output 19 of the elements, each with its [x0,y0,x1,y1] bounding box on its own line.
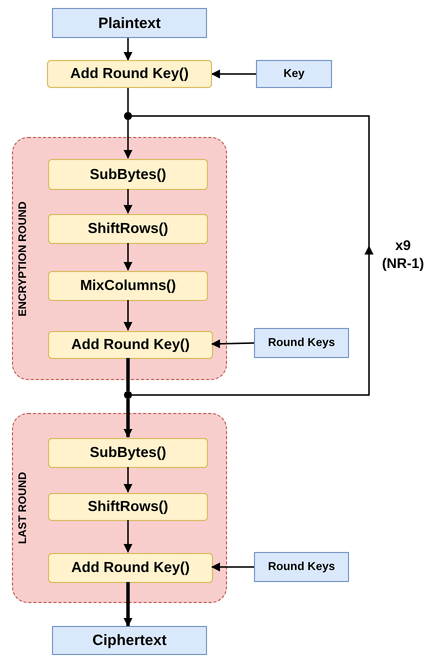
junction-dot [124,391,132,399]
data-box: Plaintext [52,8,207,38]
process-box: Add Round Key() [47,60,212,88]
key-box: Round Keys [254,552,349,582]
process-box: MixColumns() [48,271,208,301]
process-box: ShiftRows() [48,214,208,244]
process-box: Add Round Key() [48,553,213,583]
key-box: Key [256,60,332,88]
process-box: SubBytes() [48,159,208,190]
group-label: ENCRYPTION ROUND [17,200,29,316]
group-label: LAST ROUND [17,472,29,544]
round-group [12,137,227,380]
key-box: Round Keys [254,328,349,358]
data-box: Ciphertext [52,626,207,655]
process-box: ShiftRows() [48,493,208,521]
junction-dot [124,112,132,120]
process-box: Add Round Key() [48,331,213,359]
round-group [12,413,227,603]
process-box: SubBytes() [48,438,208,468]
